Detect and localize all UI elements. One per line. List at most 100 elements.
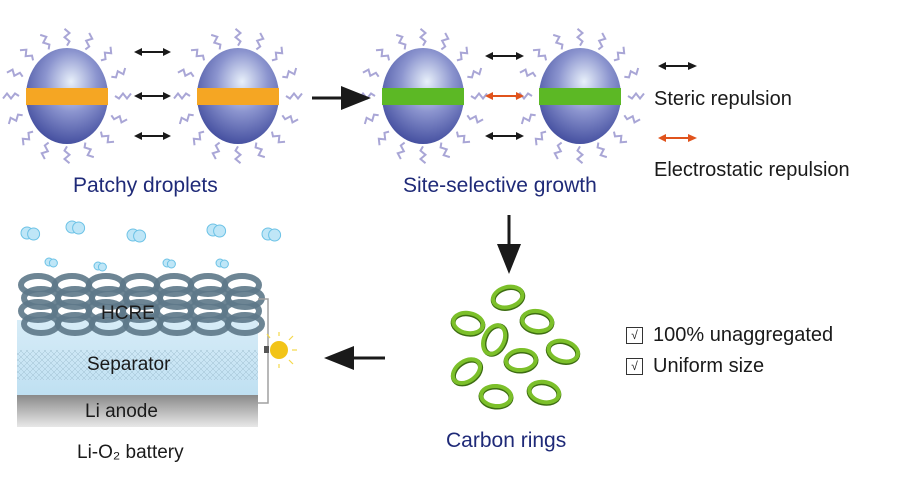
ligand bbox=[534, 130, 547, 146]
property-item: √ 100% unaggregated bbox=[626, 324, 833, 347]
droplet bbox=[358, 28, 488, 164]
carbon-ring bbox=[519, 308, 555, 335]
legend-steric-arrow bbox=[658, 62, 697, 70]
battery-title: Li-O₂ battery bbox=[77, 442, 184, 463]
o2-molecule-icon bbox=[162, 258, 176, 269]
ligand bbox=[440, 32, 450, 51]
o2-molecule-icon bbox=[215, 258, 229, 269]
ligand bbox=[467, 67, 483, 79]
checkbox-icon: √ bbox=[626, 327, 643, 344]
ligand bbox=[377, 130, 390, 146]
patch-band bbox=[26, 88, 108, 105]
battery-separator-label: Separator bbox=[87, 354, 171, 375]
checkbox-icon: √ bbox=[626, 358, 643, 375]
ligand bbox=[6, 68, 24, 78]
o2-molecule-icon bbox=[126, 228, 147, 243]
ligand bbox=[40, 141, 50, 160]
ligand bbox=[612, 131, 628, 144]
ligand bbox=[624, 67, 640, 79]
ligand bbox=[2, 91, 20, 101]
o2-molecule-icon bbox=[206, 223, 227, 238]
ligand bbox=[520, 113, 536, 125]
label-carbon-rings: Carbon rings bbox=[446, 429, 567, 452]
steric-arrow bbox=[485, 52, 524, 60]
ligand bbox=[456, 46, 469, 62]
property-item: √ Uniform size bbox=[626, 355, 764, 378]
legend-electrostatic-arrow bbox=[658, 134, 697, 142]
patch-band bbox=[539, 88, 621, 105]
battery-diagram bbox=[17, 220, 297, 427]
o2-molecule-icon bbox=[93, 261, 107, 272]
ligand bbox=[254, 142, 266, 159]
ligand bbox=[177, 68, 195, 78]
hcre-ring bbox=[225, 312, 265, 336]
legend-electrostatic-label: Electrostatic repulsion bbox=[654, 159, 850, 181]
ligand bbox=[532, 48, 548, 61]
ligand bbox=[613, 46, 626, 62]
ligand bbox=[271, 46, 284, 62]
droplet bbox=[2, 28, 132, 164]
carbon-ring bbox=[526, 379, 562, 406]
carbon-ring bbox=[490, 284, 526, 311]
carbon-ring bbox=[450, 357, 484, 387]
ligand bbox=[21, 130, 34, 146]
carbon-ring bbox=[478, 383, 514, 410]
ligand bbox=[19, 48, 35, 61]
ligand bbox=[470, 91, 488, 101]
ligand bbox=[439, 142, 451, 159]
ligand bbox=[99, 131, 115, 144]
droplet bbox=[515, 28, 645, 164]
hcre-ring bbox=[225, 286, 265, 310]
ligand bbox=[84, 32, 94, 51]
label-site-selective-growth: Site-selective growth bbox=[403, 174, 597, 197]
ligand bbox=[281, 114, 299, 124]
ligand bbox=[233, 28, 243, 47]
ligand bbox=[466, 114, 484, 124]
o2-molecule-icon bbox=[20, 226, 41, 241]
ligand bbox=[270, 131, 286, 144]
o2-molecule-icon bbox=[261, 227, 282, 242]
lightbulb-icon bbox=[264, 332, 297, 368]
ligand bbox=[192, 130, 205, 146]
ligand bbox=[375, 48, 391, 61]
ligand bbox=[575, 28, 585, 47]
o2-molecule-icon bbox=[65, 220, 86, 235]
battery-cathode-label: HCRE bbox=[101, 303, 155, 324]
electrostatic-arrow bbox=[485, 92, 524, 100]
ligand bbox=[210, 33, 222, 50]
patch-band bbox=[197, 88, 279, 105]
ligand bbox=[114, 91, 132, 101]
steric-arrow bbox=[134, 92, 171, 100]
ligand bbox=[62, 28, 72, 47]
battery-anode-label: Li anode bbox=[85, 401, 158, 422]
ligand bbox=[83, 142, 95, 159]
ligand bbox=[363, 113, 379, 125]
ligand bbox=[553, 141, 563, 160]
carbon-ring bbox=[481, 323, 509, 357]
steric-arrow bbox=[134, 48, 171, 56]
hcre-ring bbox=[222, 299, 262, 323]
ligand bbox=[596, 142, 608, 159]
carbon-ring bbox=[450, 310, 486, 337]
ligand bbox=[455, 131, 471, 144]
ligand bbox=[100, 46, 113, 62]
ligand bbox=[282, 67, 298, 79]
ligand bbox=[627, 91, 645, 101]
steric-arrow bbox=[134, 132, 171, 140]
property-label: Uniform size bbox=[653, 355, 765, 377]
ligand bbox=[552, 33, 564, 50]
label-patchy-droplets: Patchy droplets bbox=[73, 174, 218, 197]
legend-steric-label: Steric repulsion bbox=[654, 88, 792, 110]
hcre-ring bbox=[222, 273, 262, 297]
droplet bbox=[173, 28, 303, 164]
ligand bbox=[362, 68, 380, 78]
ligand bbox=[110, 114, 128, 124]
anode-layer bbox=[17, 395, 258, 427]
property-label: 100% unaggregated bbox=[653, 324, 834, 346]
ligand bbox=[178, 113, 194, 125]
carbon-ring bbox=[545, 338, 581, 365]
ligand bbox=[7, 113, 23, 125]
ligand bbox=[418, 28, 428, 47]
ligand bbox=[575, 145, 585, 164]
